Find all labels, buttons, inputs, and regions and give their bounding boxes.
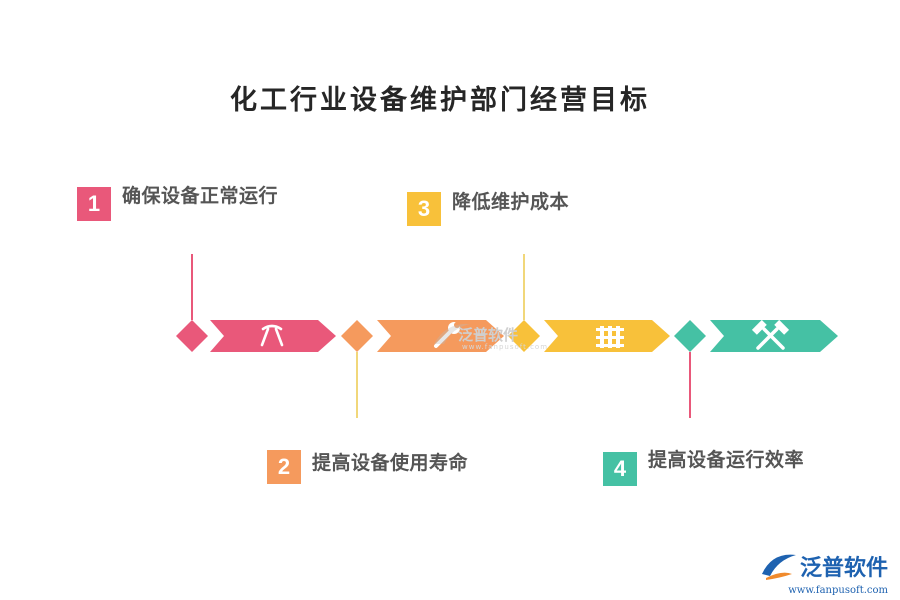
step-3-connector [523, 254, 525, 320]
page-title: 化工行业设备维护部门经营目标 [230, 85, 650, 116]
gear-parts-icon [596, 326, 624, 348]
step-3-diamond [508, 320, 540, 352]
brand-logo-url: www.fanpusoft.com [788, 585, 888, 596]
step-3-label: 降低维护成本 [452, 191, 570, 213]
step-4-badge: 4 [603, 452, 637, 486]
brand-logo-text: 泛普软件 [799, 556, 888, 581]
watermark-text: 泛普软件 [458, 326, 519, 344]
step-2-badge: 2 [267, 450, 301, 484]
step-4-arrow [710, 320, 838, 352]
crossed-hammers-icon [751, 319, 790, 350]
step-4-diamond [674, 320, 706, 352]
step-1-diamond [176, 320, 208, 352]
hammer-pick-icon [260, 324, 284, 347]
watermark-logo-icon [434, 323, 470, 344]
step-4-connector [689, 352, 691, 418]
step-4-label: 提高设备运行效率 [648, 449, 805, 471]
watermark-sub: www.fanpusoft.com [462, 343, 549, 351]
step-2-diamond [341, 320, 373, 352]
step-1-arrow [210, 320, 336, 352]
step-1-badge: 1 [77, 187, 111, 221]
step-1-label: 确保设备正常运行 [122, 185, 279, 207]
fanpu-logo-icon [762, 554, 796, 580]
step-2-connector [356, 352, 358, 418]
wrench-icon [434, 322, 460, 348]
step-2-arrow [377, 320, 504, 352]
step-3-badge: 3 [407, 192, 441, 226]
step-2-label: 提高设备使用寿命 [312, 452, 469, 474]
step-1-connector [191, 254, 193, 320]
